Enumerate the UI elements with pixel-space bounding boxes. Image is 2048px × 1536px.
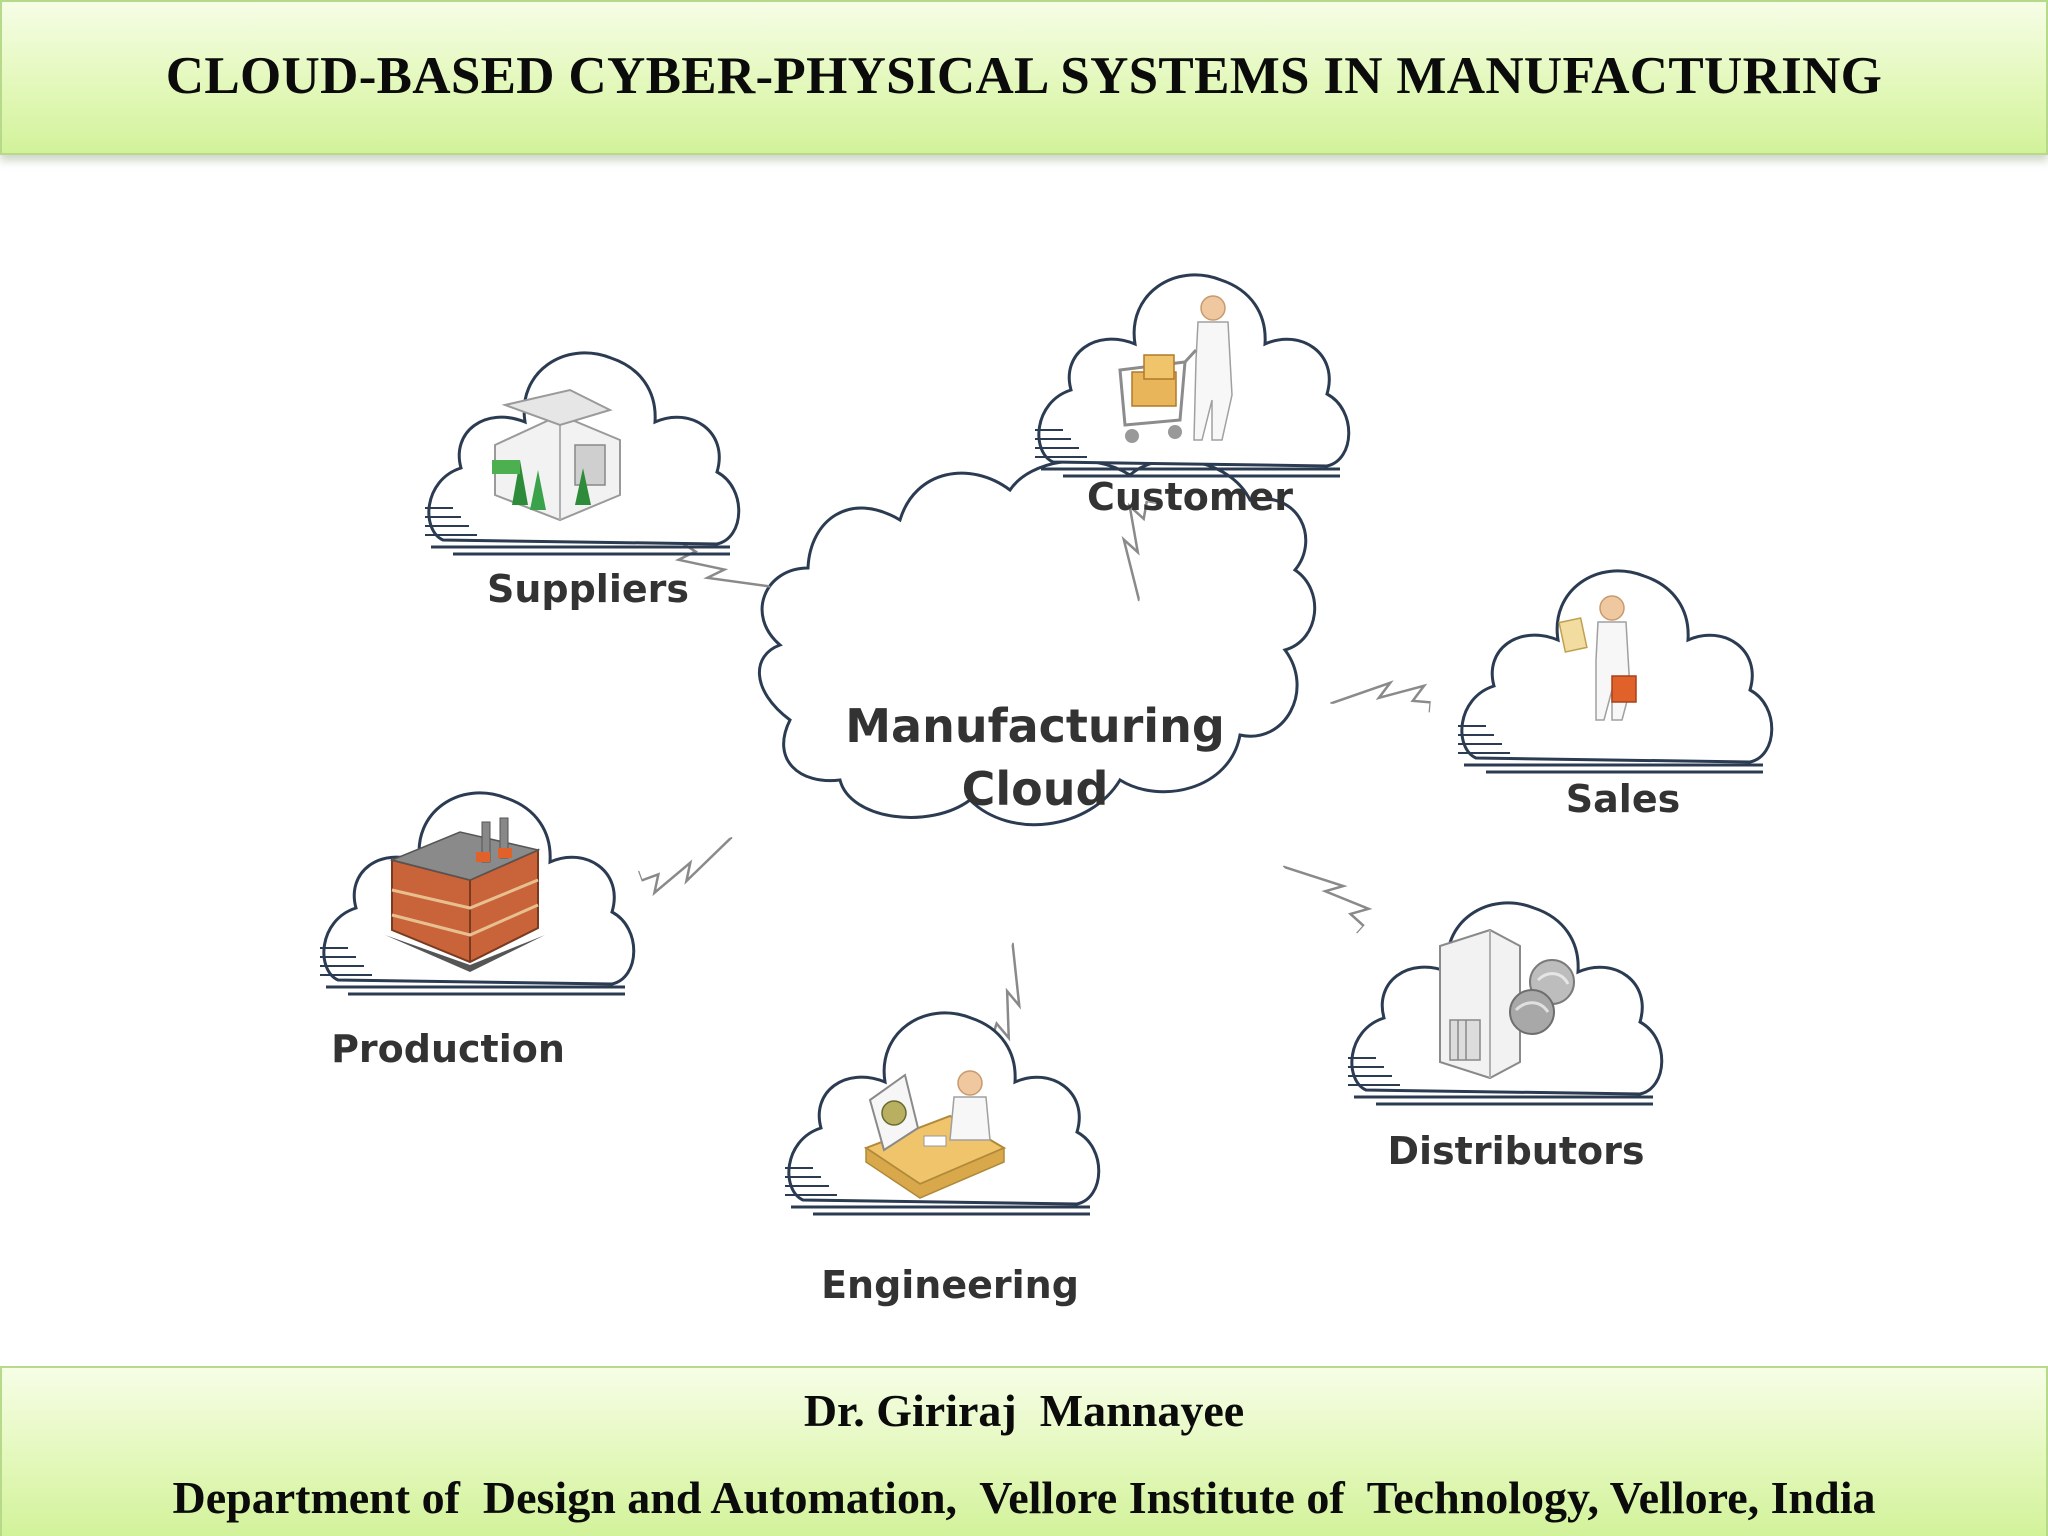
arrow-production [638, 836, 743, 897]
node-label-engineering: Engineering [821, 1263, 1079, 1307]
central-cloud-label-line1: Manufacturing [845, 699, 1225, 753]
shopping-cart-person-icon [1118, 295, 1233, 443]
arrow-sales [1330, 676, 1434, 713]
node-label-distributors: Distributors [1387, 1129, 1644, 1173]
author-name: Dr. Giriraj Mannayee [803, 1385, 1245, 1436]
node-label-suppliers: Suppliers [487, 567, 689, 611]
salesperson-briefcase-icon [1558, 595, 1637, 721]
factory-icon [385, 817, 545, 972]
node-production: Production [320, 791, 636, 1071]
node-customer: Customer [1035, 273, 1351, 519]
slide-title: CLOUD-BASED CYBER-PHYSICAL SYSTEMS IN MA… [165, 47, 1883, 105]
node-label-sales: Sales [1566, 777, 1680, 821]
node-label-production: Production [331, 1027, 565, 1071]
footer-banner: Dr. Giriraj Mannayee Department of Desig… [0, 1366, 2048, 1536]
node-label-customer: Customer [1087, 475, 1293, 519]
title-banner: CLOUD-BASED CYBER-PHYSICAL SYSTEMS IN MA… [0, 0, 2048, 155]
node-suppliers: Suppliers [425, 351, 741, 611]
department-affiliation: Department of Design and Automation, Vel… [172, 1472, 1876, 1523]
node-engineering: Engineering [785, 1011, 1101, 1307]
central-cloud: Manufacturing Cloud [757, 458, 1317, 827]
arrow-distributors [1282, 845, 1376, 934]
engineer-desk-icon [863, 1070, 1007, 1199]
central-cloud-label-line2: Cloud [962, 762, 1109, 816]
office-building-icon [492, 388, 621, 522]
manufacturing-cloud-diagram: Manufacturing Cloud Suppliers [320, 273, 1774, 1307]
node-distributors: Distributors [1348, 901, 1664, 1173]
node-sales: Sales [1458, 569, 1774, 821]
warehouse-globe-icon [1439, 928, 1575, 1080]
